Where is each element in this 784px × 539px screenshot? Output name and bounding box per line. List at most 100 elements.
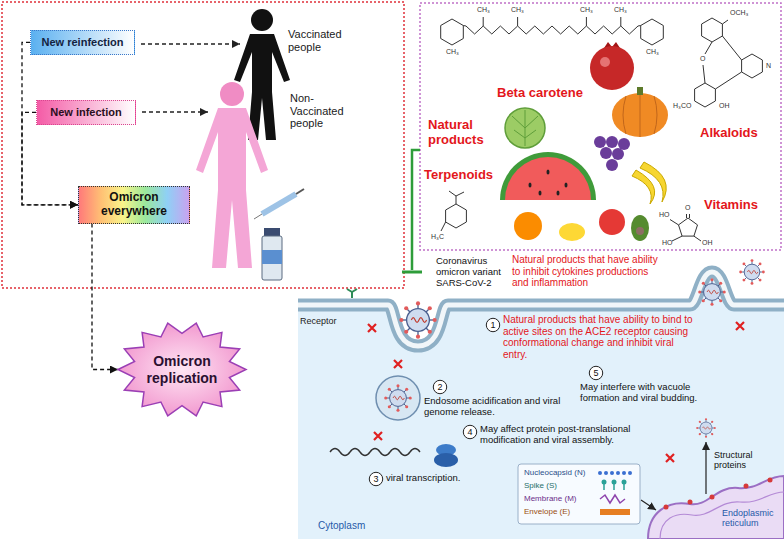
fruit-vegetables <box>600 57 610 67</box>
category-label: Natural products <box>428 118 488 148</box>
fruit-vegetables <box>590 46 634 90</box>
cell <box>298 272 784 539</box>
block-mark <box>394 360 402 368</box>
callout-text: 3 <box>373 475 378 484</box>
callout-number: 4 <box>463 425 477 439</box>
dashed-connector <box>22 112 78 204</box>
vaccine-vial <box>262 236 282 280</box>
dashed-arrow <box>142 111 208 112</box>
protein-key <box>518 464 640 524</box>
block-mark <box>666 454 674 462</box>
fruit-vegetables <box>557 191 560 196</box>
protein-key <box>602 480 607 485</box>
molecule-structure <box>702 18 723 42</box>
atom-label: HO <box>662 239 673 247</box>
protein-key <box>612 480 617 485</box>
vaccine-vial <box>264 228 280 236</box>
molecule-structure <box>441 17 763 241</box>
atom-label: CH₃ <box>646 48 659 56</box>
fruit-vegetables <box>631 215 649 241</box>
fruit-vegetables <box>500 42 668 241</box>
inhibition-line <box>402 271 422 274</box>
dashed-arrow <box>141 44 240 112</box>
dashed-connector <box>92 224 118 370</box>
virus-label: Coronavirus omicron variant SARS-CoV-2 <box>436 256 508 289</box>
legend-entry: Spike (S) <box>524 481 557 490</box>
cell <box>376 376 420 420</box>
category-label: Beta carotene <box>497 86 583 101</box>
panel-border <box>2 2 781 288</box>
callout-text: 2 <box>437 383 442 392</box>
atom-label: OCH₃ <box>730 9 748 17</box>
callout-text: 1 <box>490 321 495 330</box>
circle-outline <box>369 472 382 485</box>
circle-outline <box>486 318 499 331</box>
fruit-vegetables <box>514 212 542 240</box>
molecule-structure <box>483 17 621 26</box>
molecule-structure <box>446 204 467 228</box>
fruit-vegetables <box>547 170 550 175</box>
cell <box>768 478 773 483</box>
atom-label: CH₃ <box>477 6 490 14</box>
callout-text: 5 <box>593 369 598 378</box>
molecule-structure <box>703 20 742 89</box>
legend-entry: Envelope (E) <box>524 507 570 516</box>
cell <box>660 492 784 539</box>
effect-note: Natural products that have ability to bi… <box>503 314 693 360</box>
starburst: Omicron replication <box>118 322 246 417</box>
cell <box>710 495 715 500</box>
fruit-vegetables <box>606 136 618 148</box>
molecule-structure <box>670 214 701 241</box>
protein-key <box>622 471 626 475</box>
fruit-vegetables <box>623 93 657 137</box>
region-label: Cytoplasm <box>318 520 365 532</box>
virus-symbol <box>698 278 726 306</box>
vaccine-vial <box>262 250 282 264</box>
protein-key <box>616 471 620 475</box>
cell <box>434 453 458 467</box>
person-figure <box>251 9 273 31</box>
fruit-vegetables <box>637 87 643 95</box>
protein-key <box>518 464 640 524</box>
atom-label: CH₃ <box>511 6 524 14</box>
atom-label: CH₃ <box>614 6 627 14</box>
callout-number: 2 <box>433 380 447 394</box>
person-figure <box>196 9 290 268</box>
callout-number: 1 <box>486 318 500 332</box>
molecule-structure <box>679 218 698 236</box>
fruit-vegetables <box>606 159 618 171</box>
step-note: Endosome acidification and viral genome … <box>424 396 574 418</box>
group-label: Vaccinated people <box>288 28 358 53</box>
virus-symbol <box>696 418 716 438</box>
cell <box>705 442 706 494</box>
cell <box>347 289 357 298</box>
protein-key <box>628 471 632 475</box>
cell <box>641 500 656 510</box>
atom-label: HO <box>659 211 670 219</box>
person-figure <box>220 82 244 106</box>
fruit-vegetables <box>529 183 532 188</box>
protein-key <box>610 471 614 475</box>
callout-text: 4 <box>467 428 472 437</box>
protein-key <box>600 509 630 515</box>
atom-label: CH₃ <box>580 6 593 14</box>
block-mark <box>736 322 744 330</box>
legend-entry: Nucleocapsid (N) <box>524 468 585 477</box>
legend-entry: Membrane (M) <box>524 494 576 503</box>
protein-key <box>600 495 625 503</box>
fruit-vegetables <box>529 170 568 196</box>
atom-label: H₃CO <box>673 102 691 110</box>
callout-number: 5 <box>589 366 603 380</box>
part-label: Endoplasmic reticulum <box>722 508 778 529</box>
vaccine-vial <box>296 189 304 194</box>
cell <box>330 449 420 456</box>
protein-key <box>622 480 627 485</box>
fruit-vegetables <box>599 209 625 235</box>
starburst-outline <box>118 323 246 416</box>
fruit-vegetables <box>512 110 538 146</box>
atom-label: CH₃ <box>446 48 459 56</box>
atom-label: H₃C <box>431 233 444 241</box>
